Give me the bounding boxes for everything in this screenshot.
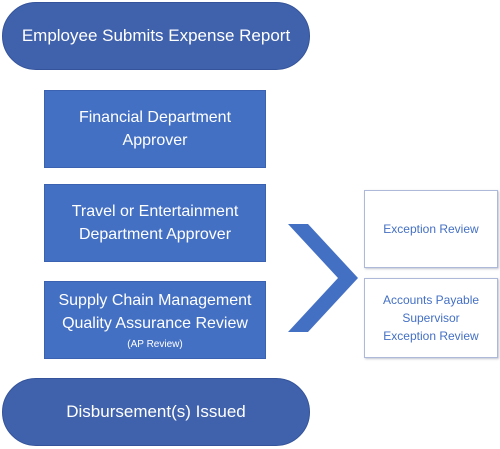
step-label-line: Department Approver [78, 226, 232, 243]
ap-supervisor-review-box: Accounts Payable Supervisor Exception Re… [364, 278, 498, 358]
chevron-right-icon [288, 224, 358, 332]
step-label-line: Financial Department [78, 109, 232, 126]
exception-label-line: Exception Review [383, 329, 479, 343]
supply-chain-review-step: Supply Chain Management Quality Assuranc… [44, 281, 266, 359]
step-label-line: Supply Chain Management [58, 291, 252, 309]
exception-label-line: Exception Review [383, 222, 479, 236]
start-node-label: Employee Submits Expense Report [21, 26, 291, 45]
step-label-line: Quality Assurance Review [62, 314, 248, 332]
chevron-shape [288, 224, 358, 332]
step-label-line: Travel or Entertainment [71, 203, 239, 220]
financial-approver-step: Financial Department Approver [44, 90, 266, 168]
step-note: (AP Review) [127, 338, 183, 350]
start-node: Employee Submits Expense Report [2, 2, 310, 70]
end-node-label: Disbursement(s) Issued [66, 402, 246, 421]
exception-label-line: Accounts Payable [382, 293, 480, 307]
step-label-line: Approver [122, 132, 188, 149]
travel-approver-step: Travel or Entertainment Department Appro… [44, 184, 266, 262]
exception-review-box: Exception Review [364, 190, 498, 268]
end-node: Disbursement(s) Issued [2, 378, 310, 446]
exception-label-line: Supervisor [402, 311, 460, 325]
